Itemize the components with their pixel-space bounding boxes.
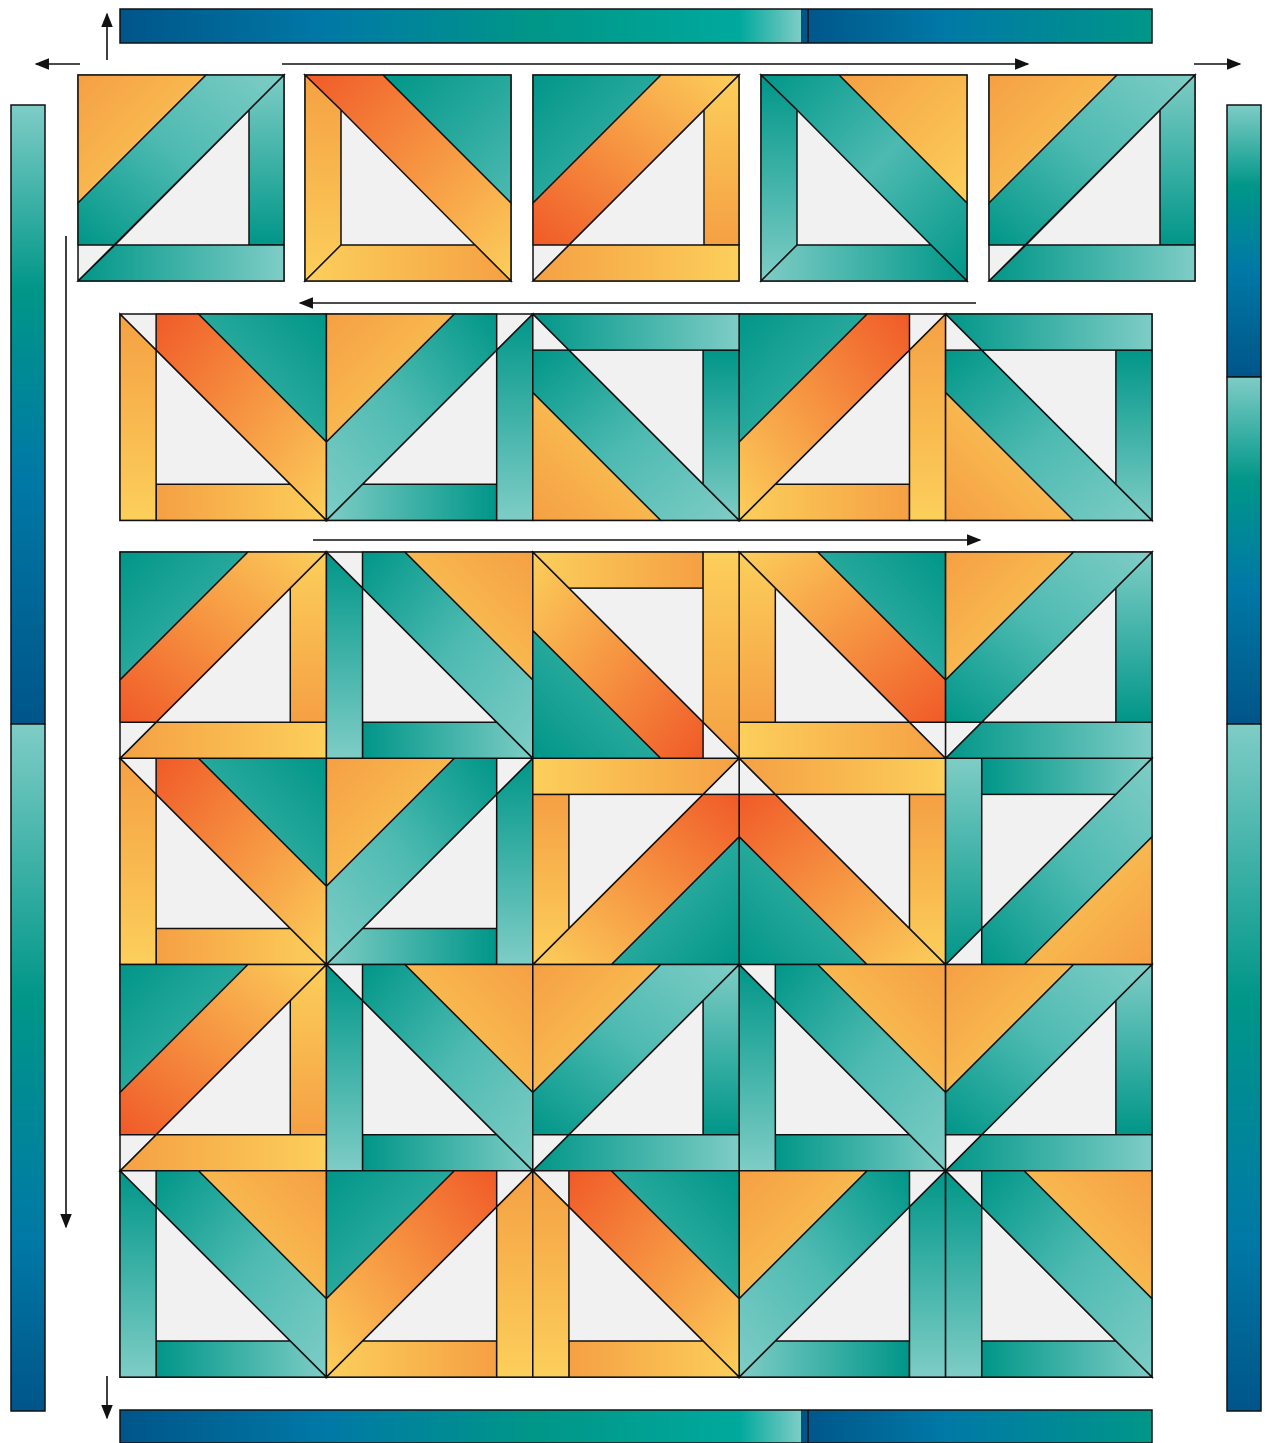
right-border-strip-upper [1227,105,1261,377]
quilt-block-r2-c5 [946,758,1152,964]
quilt-block-r4-c2 [326,1171,532,1377]
quilt-block-r3-c4 [739,964,945,1170]
quilt-block-row2-4 [739,314,945,520]
quilt-block-top-1 [78,75,284,281]
quilt-block-r4-c1 [120,1171,326,1377]
top-border-strip [120,9,1152,43]
quilt-block-r3-c5 [946,964,1152,1170]
left-border-strip-lower [11,724,45,1411]
top-block-row [78,75,1195,281]
right-border-strip-lower [1227,724,1261,1411]
quilt-block-row2-2 [326,314,532,520]
second-block-row [120,314,1152,520]
quilt-block-r1-c4 [739,552,945,758]
quilt-block-r1-c3 [533,552,739,758]
quilt-block-top-2 [305,75,511,281]
main-quilt-grid [120,552,1152,1377]
quilt-block-r2-c3 [533,758,739,964]
quilt-block-row2-1 [120,314,326,520]
quilt-block-r3-c3 [533,964,739,1170]
quilt-block-r2-c4 [739,758,945,964]
quilt-block-row2-5 [946,314,1152,520]
right-border-strip-middle [1227,377,1261,724]
quilt-block-top-3 [533,75,739,281]
quilt-block-top-4 [761,75,967,281]
quilt-block-r4-c5 [946,1171,1152,1377]
quilt-block-top-5 [989,75,1195,281]
quilt-block-r2-c2 [326,758,532,964]
quilt-block-row2-3 [533,314,739,520]
quilt-block-r3-c1 [120,964,326,1170]
bottom-border-strip [120,1410,1152,1443]
quilt-block-r1-c2 [326,552,532,758]
quilt-block-r2-c1 [120,758,326,964]
quilt-block-r1-c5 [946,552,1152,758]
quilt-block-r1-c1 [120,552,326,758]
quilt-block-r4-c3 [533,1171,739,1377]
quilt-block-r4-c4 [739,1171,945,1377]
quilt-block-r3-c2 [326,964,532,1170]
left-border-strip-upper [11,105,45,724]
